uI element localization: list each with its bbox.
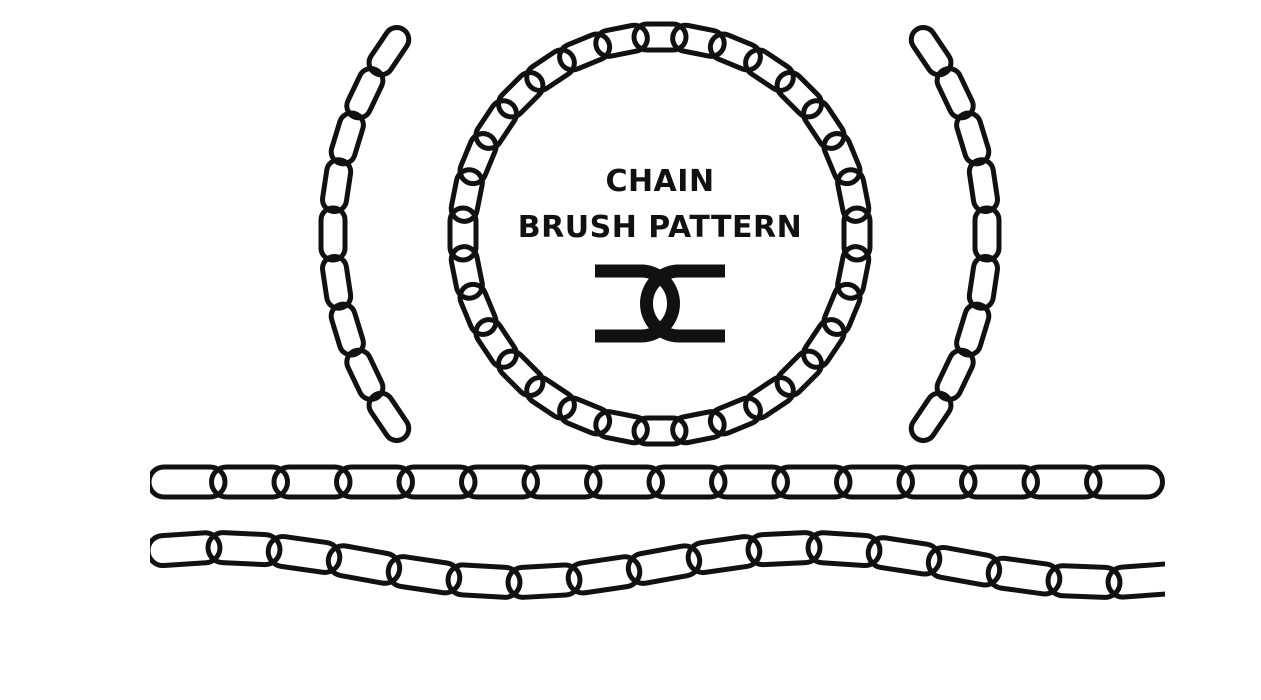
- chain-link: [908, 25, 954, 78]
- chain-link: [334, 464, 415, 500]
- chain-link: [473, 98, 519, 151]
- chain-link: [743, 47, 796, 93]
- chain-link: [1045, 563, 1123, 600]
- chain-link: [447, 205, 479, 263]
- chain-link: [934, 66, 976, 121]
- chain-link: [1084, 464, 1165, 500]
- chain-link: [709, 464, 790, 500]
- chain-link: [821, 281, 863, 337]
- chain-link: [496, 348, 546, 398]
- chain-link: [524, 47, 577, 93]
- chain-link: [445, 562, 523, 600]
- title-line-brush-pattern: BRUSH PATTERN: [517, 210, 803, 245]
- chain-link: [774, 70, 824, 120]
- chain-link: [805, 530, 883, 568]
- chain-link: [318, 205, 348, 263]
- chain-link: [972, 205, 1002, 263]
- chain-link: [320, 253, 354, 311]
- chain-link: [959, 464, 1040, 500]
- chain-link: [505, 562, 583, 600]
- chain-link: [908, 390, 954, 443]
- chain-link: [448, 244, 485, 301]
- chain-link: [366, 25, 412, 78]
- chain-link: [593, 409, 650, 446]
- chain-link: [896, 464, 978, 500]
- chain-link: [1021, 464, 1103, 500]
- chain-link: [205, 530, 283, 568]
- chain-link: [835, 244, 872, 301]
- chain-link: [457, 281, 499, 337]
- chain-link: [396, 464, 478, 500]
- chain-link: [841, 205, 873, 263]
- title-line-chain: CHAIN: [605, 164, 715, 199]
- chain-link: [821, 131, 863, 187]
- chain-link: [385, 554, 463, 596]
- chain-link: [209, 464, 290, 500]
- chain-link: [325, 543, 403, 586]
- chain-link: [966, 157, 1000, 215]
- chain-link-icon: [595, 264, 725, 343]
- chain-link: [954, 301, 992, 358]
- chain-link: [745, 530, 823, 568]
- chain-link: [457, 131, 499, 187]
- right-chain-arc: [908, 25, 1002, 443]
- chain-link: [670, 22, 727, 59]
- chain-link: [774, 348, 824, 398]
- chain-link: [565, 554, 643, 596]
- chain-link: [557, 31, 613, 73]
- straight-chain: [0, 455, 1261, 515]
- chain-link: [707, 395, 763, 437]
- chain-link: [557, 395, 613, 437]
- chain-link: [328, 301, 366, 358]
- wavy-chain: [0, 520, 1261, 610]
- chain-link: [448, 167, 485, 224]
- chain-link: [521, 464, 603, 500]
- chain-link: [985, 555, 1063, 597]
- chain-link: [631, 415, 689, 447]
- chain-link: [631, 21, 689, 53]
- chain-link: [707, 31, 763, 73]
- chain-link: [473, 317, 519, 370]
- chain-link: [584, 464, 665, 500]
- chain-link: [625, 543, 703, 586]
- circular-chain-ring: [447, 21, 873, 447]
- chain-link: [593, 22, 650, 59]
- chain-link: [344, 66, 386, 121]
- chain-link: [670, 409, 727, 446]
- chain-link: [524, 375, 577, 421]
- chain-link: [496, 70, 546, 120]
- chain-link: [835, 167, 872, 224]
- left-chain-arc: [318, 25, 412, 443]
- chain-link: [646, 464, 728, 500]
- chain-link: [801, 98, 847, 151]
- chain-link: [366, 390, 412, 443]
- chain-link: [925, 544, 1003, 588]
- chain-link: [328, 110, 366, 167]
- chain-link: [459, 464, 540, 500]
- chain-link: [954, 110, 992, 167]
- chain-link: [834, 464, 915, 500]
- chain-link: [934, 347, 976, 402]
- chain-link: [801, 317, 847, 370]
- chain-link: [865, 535, 943, 577]
- chain-link: [344, 347, 386, 402]
- chain-link: [685, 534, 763, 576]
- chain-link: [743, 375, 796, 421]
- chain-link: [771, 464, 853, 500]
- chain-link: [271, 464, 353, 500]
- chain-link: [320, 157, 354, 215]
- chain-link: [966, 253, 1000, 311]
- chain-link: [265, 534, 343, 575]
